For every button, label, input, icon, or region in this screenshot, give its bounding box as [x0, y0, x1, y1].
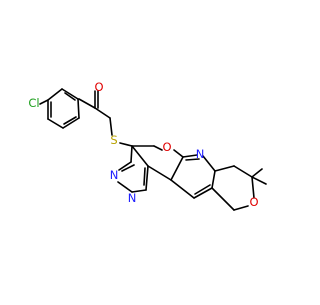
furan-oxygen-label: O	[162, 140, 171, 154]
pyridine-nitrogen-label: N	[196, 147, 205, 161]
pyrimidine-nitrogen-label-1: N	[110, 168, 119, 182]
sulfur-atom-label: S	[110, 133, 117, 147]
pyrimidine-nitrogen-label-2: N	[128, 191, 137, 205]
chlorine-atom-label: Cl	[28, 96, 39, 110]
molecule-svg: Cl O S O N N N O	[28, 80, 267, 211]
molecule-structure: Cl O S O N N N O	[28, 80, 267, 211]
carbonyl-oxygen-label: O	[94, 80, 103, 94]
bond-lines	[39, 88, 267, 211]
atom-labels: Cl O S O N N N O	[28, 80, 258, 209]
pyran-oxygen-label: O	[249, 195, 258, 209]
